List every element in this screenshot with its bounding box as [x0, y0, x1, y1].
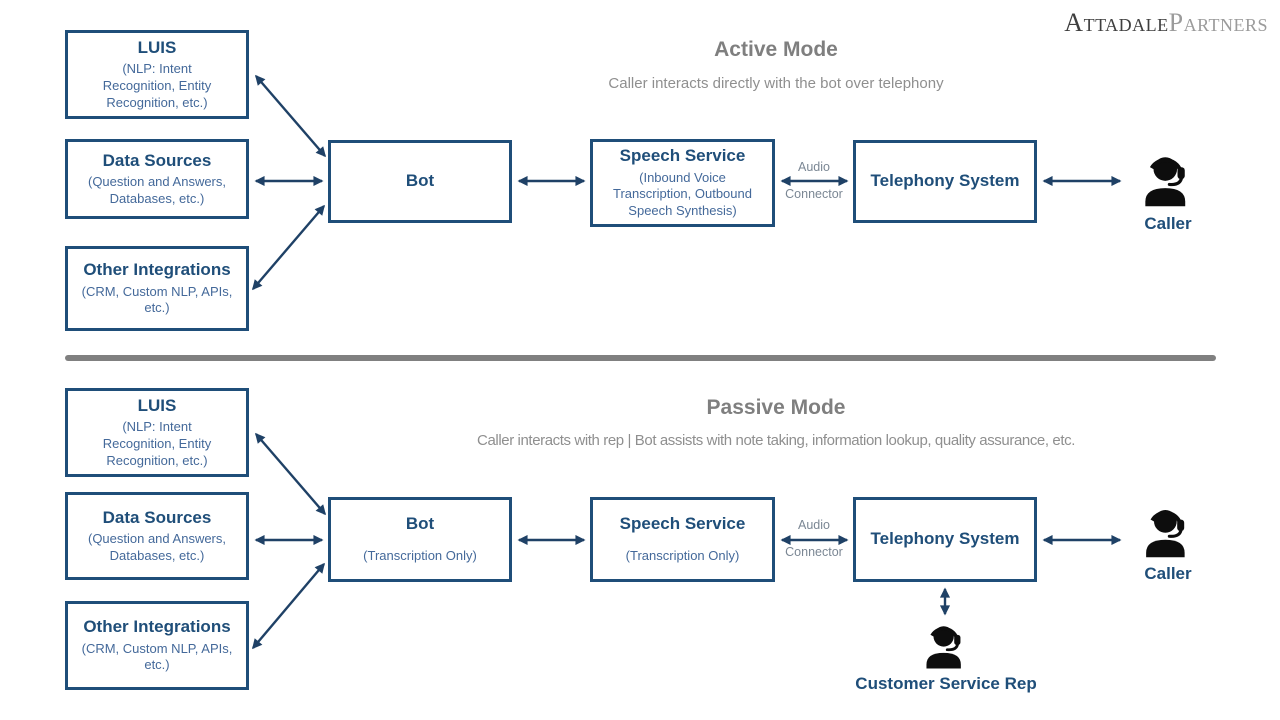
box-title: LUIS: [137, 37, 177, 57]
box-title: Telephony System: [870, 171, 1020, 191]
passive-telephony-system-box: Telephony System: [853, 497, 1037, 582]
arrow-passive-luis-bot: [255, 432, 326, 516]
attadale-partners-logo: AttadalePartners: [1064, 8, 1268, 38]
active-bot-box: Bot: [328, 140, 512, 223]
box-title: Bot: [405, 171, 435, 191]
caller-label: Caller: [1144, 564, 1192, 583]
arrow-active-luis-bot: [255, 74, 326, 158]
box-subtitle: (NLP: Intent Recognition, Entity Recogni…: [102, 419, 212, 468]
passive-mode-subtitle: Caller interacts with rep | Bot assists …: [477, 432, 1075, 449]
box-title: LUIS: [137, 395, 177, 415]
passive-mode-title: Passive Mode: [706, 396, 846, 419]
active-data-sources-box: Data Sources (Question and Answers, Data…: [65, 139, 249, 219]
passive-audio-connector-label-top: Audio: [798, 518, 830, 532]
box-subtitle: (Transcription Only): [625, 548, 740, 564]
passive-caller: Caller: [1128, 502, 1208, 584]
box-title: Other Integrations: [83, 617, 231, 637]
caller-icon: [1140, 502, 1196, 560]
customer-service-rep-icon: [920, 620, 972, 670]
box-title: Speech Service: [619, 513, 746, 533]
passive-luis-box: LUIS (NLP: Intent Recognition, Entity Re…: [65, 388, 249, 477]
box-subtitle: (Question and Answers, Databases, etc.): [87, 531, 227, 563]
active-mode-subtitle: Caller interacts directly with the bot o…: [608, 75, 944, 92]
caller-icon: [1139, 148, 1197, 210]
box-title: Bot: [405, 513, 435, 533]
box-subtitle: (NLP: Intent Recognition, Entity Recogni…: [102, 61, 212, 110]
customer-service-rep: Customer Service Rep: [846, 620, 1046, 694]
passive-speech-service-box: Speech Service (Transcription Only): [590, 497, 775, 582]
box-subtitle: (Inbound Voice Transcription, Outbound S…: [613, 169, 752, 218]
box-title: Speech Service: [619, 146, 746, 166]
passive-data-sources-box: Data Sources (Question and Answers, Data…: [65, 492, 249, 580]
box-subtitle: (CRM, Custom NLP, APIs, etc.): [81, 640, 233, 673]
passive-other-integrations-box: Other Integrations (CRM, Custom NLP, API…: [65, 601, 249, 690]
box-subtitle: (Question and Answers, Databases, etc.): [87, 174, 227, 206]
box-title: Data Sources: [102, 507, 212, 527]
arrow-passive-otherint-bot: [252, 562, 325, 650]
active-other-integrations-box: Other Integrations (CRM, Custom NLP, API…: [65, 246, 249, 331]
box-subtitle: (Transcription Only): [363, 548, 477, 564]
passive-audio-connector-label-bottom: Connector: [785, 545, 843, 559]
active-mode-title: Active Mode: [714, 38, 838, 61]
logo-part-1: Attadale: [1064, 8, 1169, 37]
customer-service-rep-label: Customer Service Rep: [855, 674, 1037, 693]
active-audio-connector-label-top: Audio: [798, 160, 830, 174]
active-speech-service-box: Speech Service (Inbound Voice Transcript…: [590, 139, 775, 227]
section-divider: [65, 355, 1216, 361]
active-audio-connector-label-bottom: Connector: [785, 187, 843, 201]
box-subtitle: (CRM, Custom NLP, APIs, etc.): [81, 283, 233, 316]
active-luis-box: LUIS (NLP: Intent Recognition, Entity Re…: [65, 30, 249, 119]
box-title: Other Integrations: [83, 260, 231, 280]
box-title: Data Sources: [102, 150, 212, 170]
box-title: Telephony System: [870, 529, 1020, 549]
caller-label: Caller: [1144, 214, 1192, 233]
active-caller: Caller: [1128, 148, 1208, 234]
active-telephony-system-box: Telephony System: [853, 140, 1037, 223]
logo-part-2: Partners: [1168, 8, 1268, 37]
passive-bot-box: Bot (Transcription Only): [328, 497, 512, 582]
arrow-active-otherint-bot: [252, 204, 325, 291]
